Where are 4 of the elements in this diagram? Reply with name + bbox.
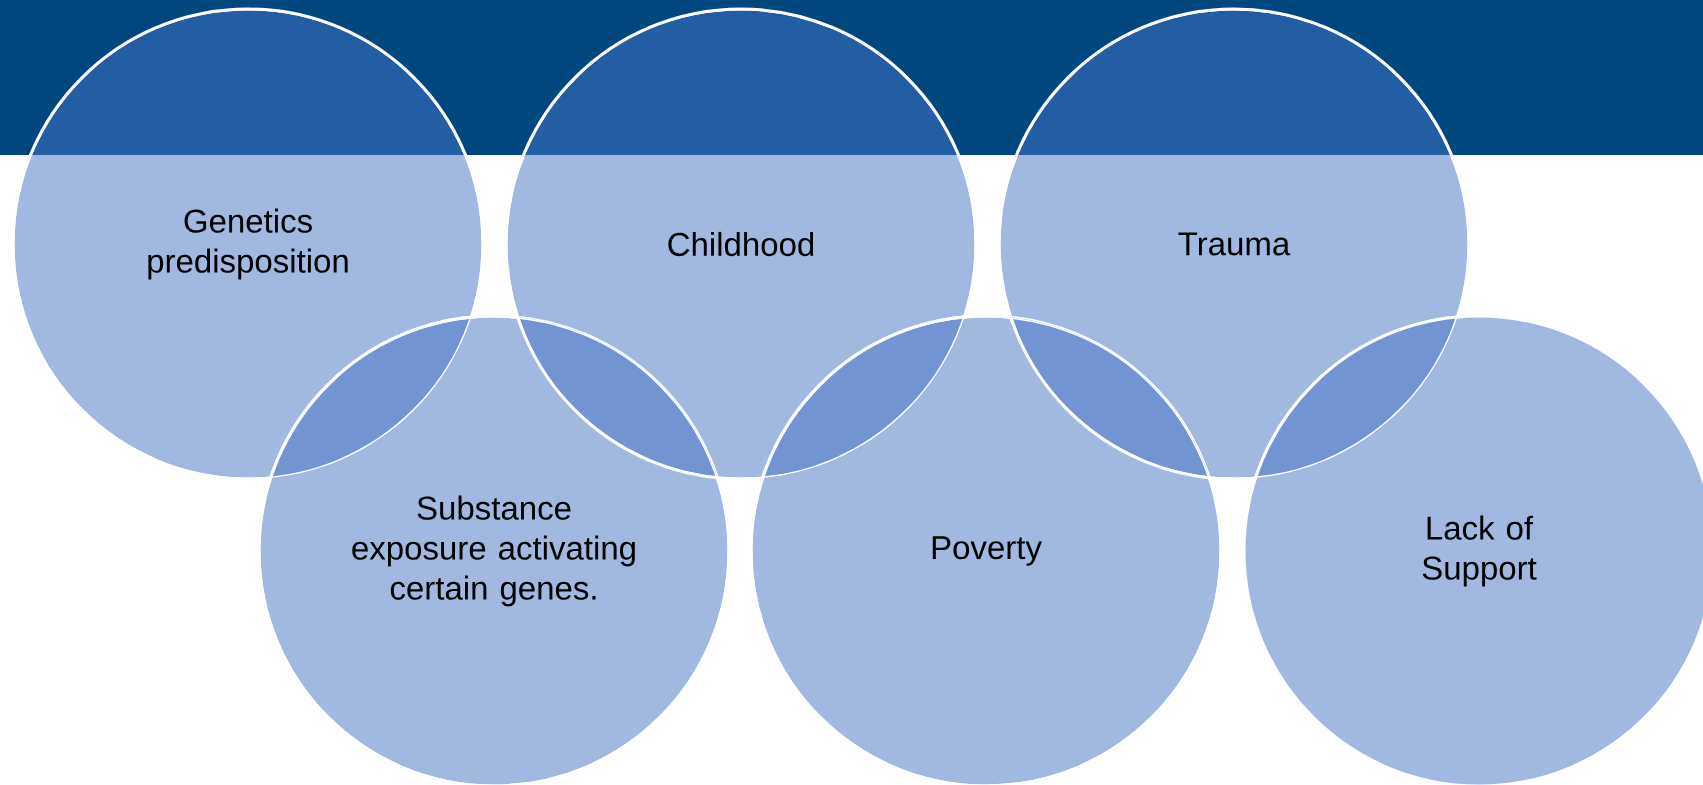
node-label: Substance exposure activating certain genes. [352, 495, 635, 607]
node-label: Poverty [932, 536, 1042, 566]
node-label: Childhood [668, 231, 814, 257]
node-label: Trauma [1178, 232, 1291, 256]
